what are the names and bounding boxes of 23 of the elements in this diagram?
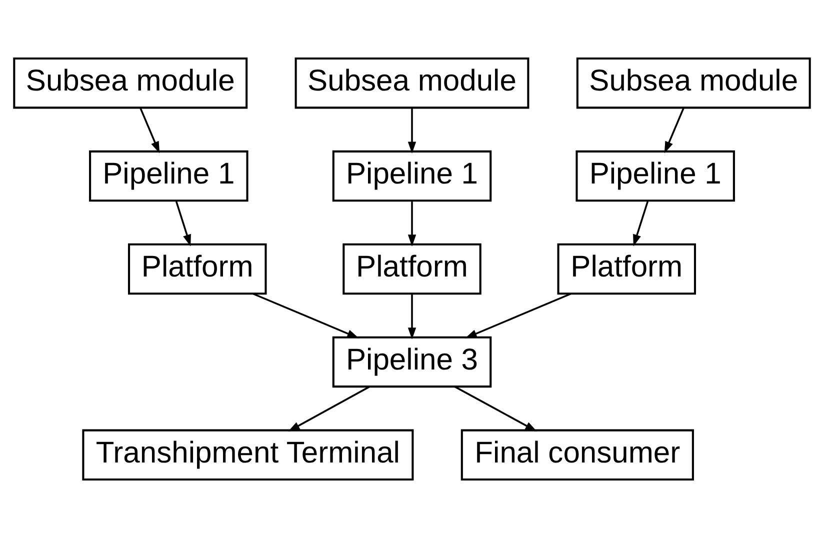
arrow [252, 292, 359, 338]
arrow [140, 107, 160, 153]
arrow [408, 108, 416, 153]
arrow [633, 200, 649, 246]
node-box: Subsea module [13, 56, 248, 108]
node-box: Final consumer [460, 428, 694, 480]
arrow [454, 386, 537, 431]
arrow [408, 294, 416, 339]
node-box: Subsea module [576, 56, 811, 108]
node-box: Platform [128, 242, 267, 294]
node-box: Platform [342, 242, 482, 294]
arrow [175, 200, 191, 246]
node-box: Transhipment Terminal [82, 428, 414, 480]
arrow [408, 200, 416, 246]
arrow [465, 292, 572, 338]
node-box: Subsea module [294, 56, 530, 108]
arrow [664, 107, 684, 153]
node-box: Pipeline 1 [332, 150, 492, 202]
node-box: Pipeline 1 [89, 150, 248, 202]
node-box: Platform [557, 242, 696, 294]
node-box: Pipeline 1 [576, 150, 735, 202]
node-box: Pipeline 3 [332, 336, 492, 388]
arrow [288, 386, 370, 431]
